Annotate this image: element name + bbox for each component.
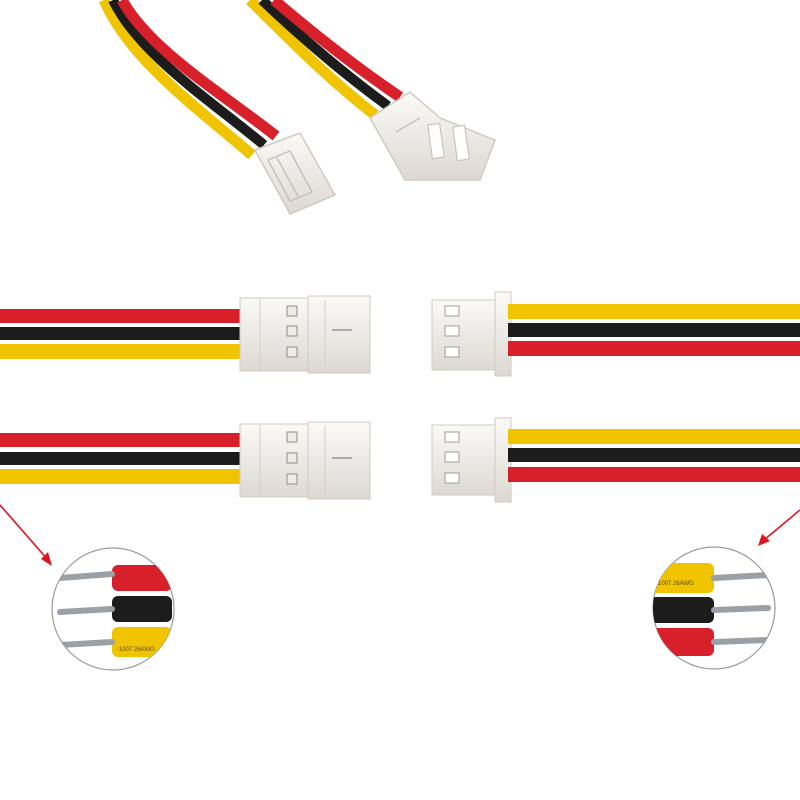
row1-male-connector [239,295,371,374]
row2-male-connector [239,421,371,500]
row1-female-connector [431,291,512,377]
left-callout-arrow [0,504,52,566]
left-wire-detail-zoom: -1007 26AWG [51,547,175,671]
top-left-connector [253,132,337,215]
top-right-connector [369,91,496,181]
row1-right-cable [508,304,800,356]
left-wire-print: -1007 26AWG [117,647,155,653]
row2-left-cable [0,433,242,484]
row1-left-cable [0,309,242,359]
right-callout-arrow [758,509,800,546]
right-wire-print: -1007 26AWG [656,581,694,587]
row2-right-cable [508,429,800,482]
row2-female-connector [431,417,512,503]
top-right-cable [246,0,404,120]
top-cable-pair [98,0,496,215]
right-wire-detail-zoom: -1007 26AWG [652,546,776,670]
top-left-cable [98,0,280,160]
